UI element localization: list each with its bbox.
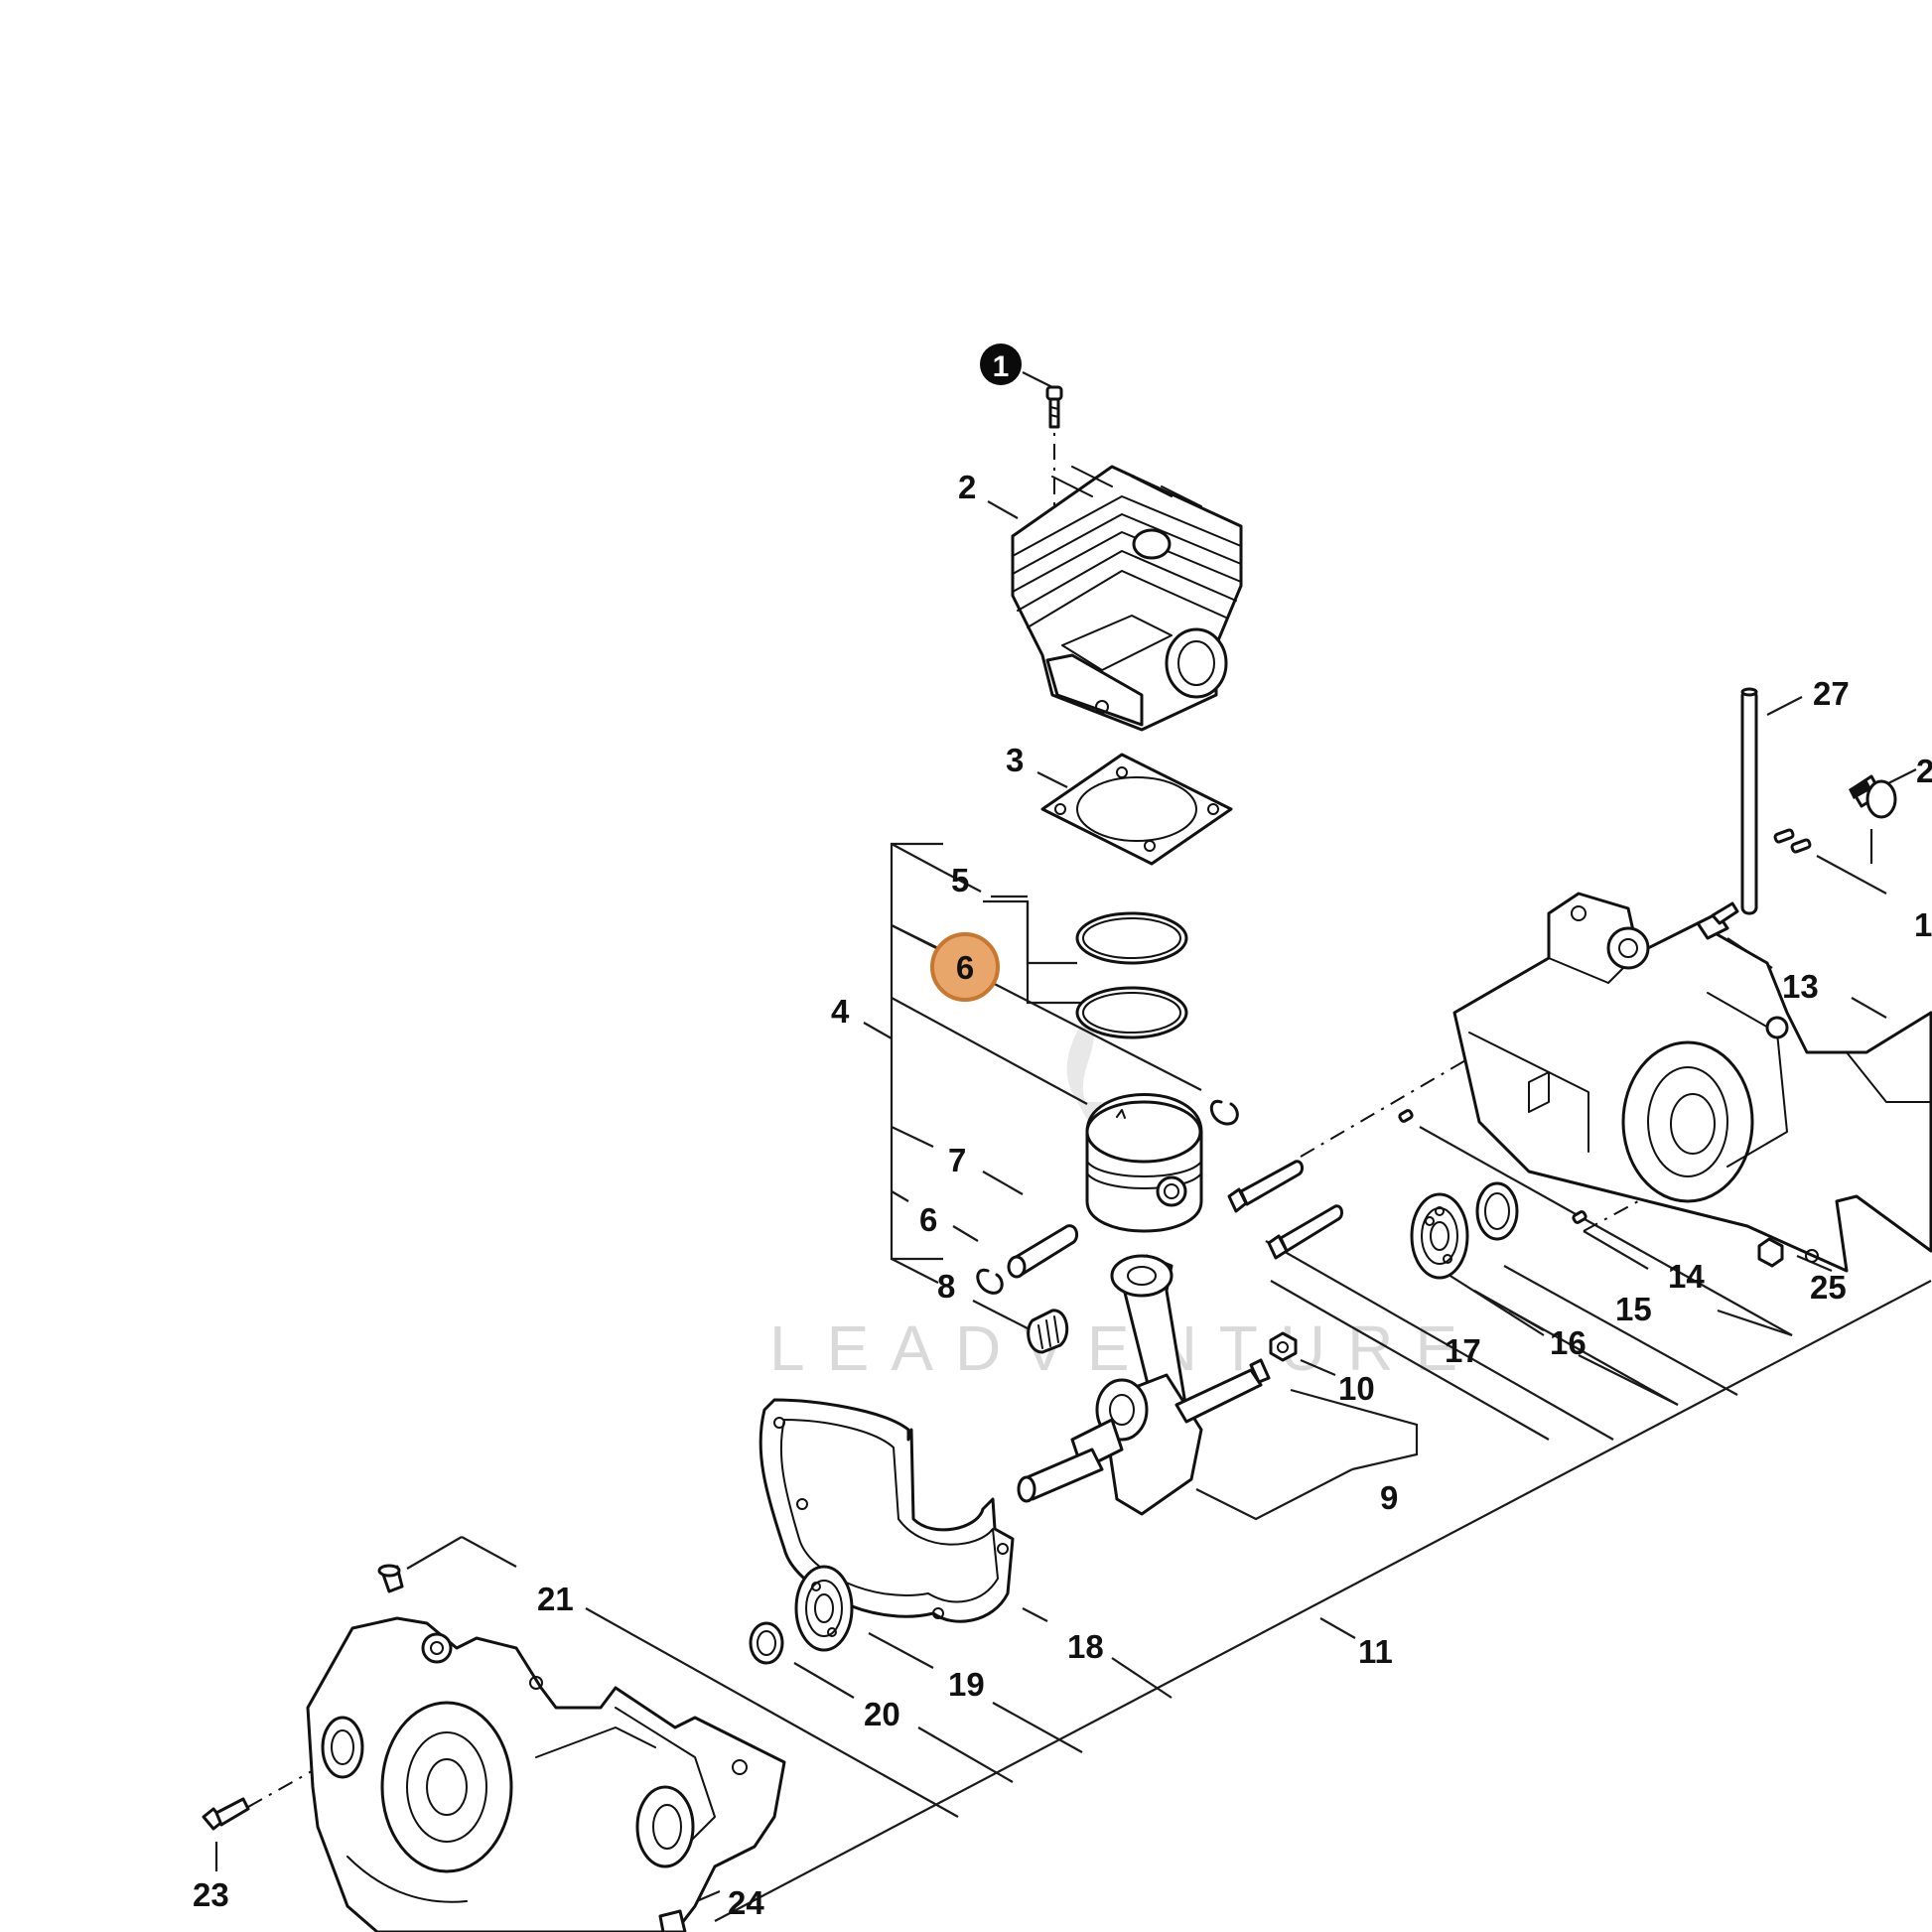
callout-15[interactable]: 15: [1615, 1291, 1652, 1327]
fuel-fitting: [1696, 901, 1739, 940]
callout-20[interactable]: 20: [864, 1696, 900, 1732]
crankshaft: [1017, 1254, 1271, 1516]
callout-10[interactable]: 10: [1338, 1370, 1375, 1407]
callout-11[interactable]: 11: [1358, 1633, 1393, 1670]
main-bearing-right: [1410, 1192, 1469, 1280]
cylinder-gasket: [1040, 753, 1233, 866]
crankshaft-nut: [1269, 1331, 1298, 1362]
callout-13[interactable]: 13: [1782, 968, 1819, 1005]
callout-6-highlighted[interactable]: 6: [956, 949, 974, 986]
callout-23[interactable]: 23: [193, 1876, 229, 1913]
note-badge: 1: [980, 344, 1022, 385]
main-bearing-left: [794, 1565, 854, 1652]
crankcase-plug: [377, 1564, 404, 1593]
plug-24: [658, 1909, 687, 1932]
callout-14[interactable]: 14: [1668, 1258, 1705, 1295]
callout-21[interactable]: 21: [537, 1581, 574, 1617]
callout-edge-2[interactable]: 2: [1916, 753, 1932, 789]
callout-27[interactable]: 27: [1813, 675, 1850, 712]
cylinder-screw: [1045, 385, 1063, 429]
callout-labels: 1 2 3 4 5 6 7 6 8 9 10 11 13 14 15 16 17…: [193, 344, 1932, 1921]
piston-rings: [1075, 911, 1188, 1039]
callout-17[interactable]: 17: [1445, 1332, 1481, 1369]
callout-19[interactable]: 19: [948, 1666, 985, 1703]
piston: [1085, 1093, 1203, 1233]
callout-25[interactable]: 25: [1810, 1269, 1847, 1306]
note-badge-label: 1: [993, 350, 1010, 383]
callout-24[interactable]: 24: [728, 1884, 764, 1921]
crankcase-screw: [202, 1797, 250, 1831]
callout-5[interactable]: 5: [951, 862, 969, 898]
callout-3[interactable]: 3: [1006, 742, 1024, 778]
highlighted-callout-6[interactable]: 6: [930, 932, 1000, 1002]
callout-edge-1[interactable]: 1: [1914, 906, 1932, 943]
callout-2[interactable]: 2: [958, 469, 976, 505]
callout-16[interactable]: 16: [1550, 1324, 1587, 1361]
callout-4[interactable]: 4: [831, 993, 850, 1030]
screw-plug: [1849, 774, 1897, 819]
circlip-bottom: [976, 1268, 1004, 1295]
callout-8[interactable]: 8: [937, 1268, 955, 1305]
dowel-pins: [1398, 1109, 1587, 1224]
oil-seal-left: [749, 1621, 784, 1665]
circlip-top: [1210, 1099, 1239, 1126]
callout-7[interactable]: 7: [948, 1142, 966, 1178]
edge-pins: [1773, 828, 1812, 854]
piston-pin: [1007, 1224, 1079, 1279]
impulse-tube: [1740, 687, 1758, 915]
callout-18[interactable]: 18: [1067, 1628, 1104, 1665]
watermark-text: LEADVENTURE: [769, 1312, 1479, 1384]
callout-6[interactable]: 6: [919, 1201, 937, 1238]
crankcase-nut: [1757, 1237, 1784, 1268]
needle-cage: [1027, 1309, 1069, 1354]
cylinder: [1011, 465, 1243, 732]
oil-seal-right: [1475, 1181, 1519, 1241]
callout-9[interactable]: 9: [1380, 1479, 1398, 1516]
crankcase-left: [306, 1616, 786, 1932]
leader-lines: [214, 371, 1932, 1922]
crankcase-right: [1452, 892, 1932, 1273]
crankcase-bolts: [1227, 1160, 1344, 1260]
